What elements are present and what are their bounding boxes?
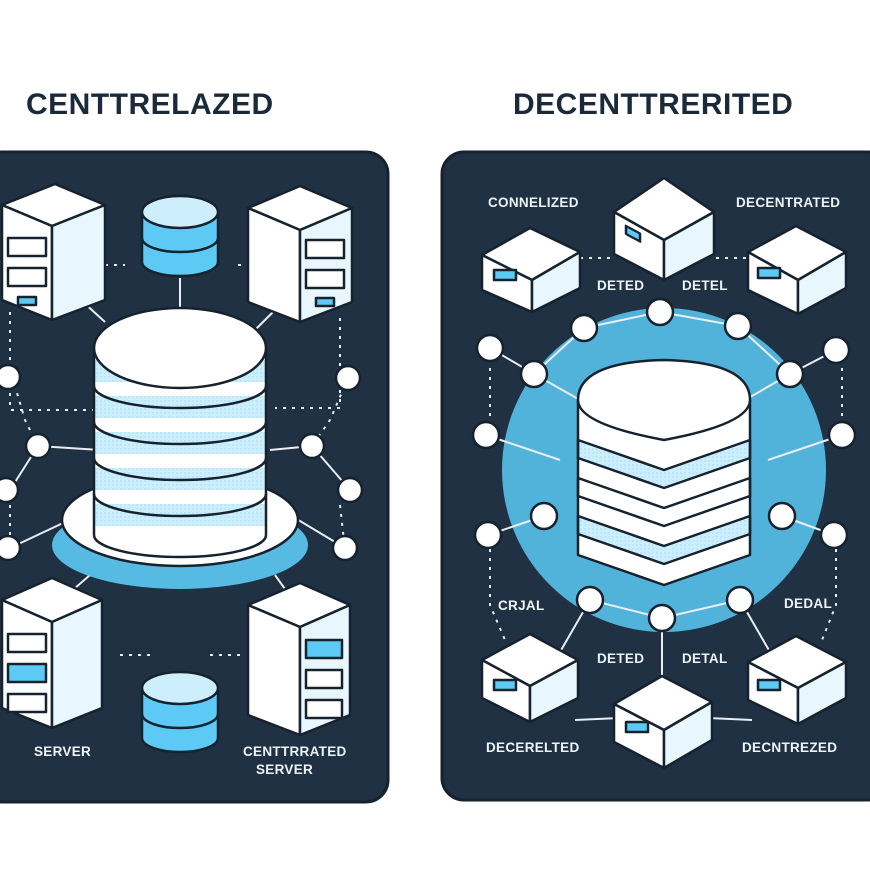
shared-database-icon [576,358,752,587]
node-box-icon-top-center [612,176,716,282]
decentralized-title: DECENTTRERITED [513,88,794,121]
decentralized-dotted-paths [489,257,843,641]
server-rack-icon-bottom-left [0,576,104,730]
label-server: SERVER [34,744,91,759]
label-side-right: DEDAL [784,596,832,611]
database-icon-top [140,194,220,278]
node-box-icon-bottom-left [480,632,580,724]
central-database-icon [92,306,268,559]
node-box-icon-top-right [746,224,848,316]
label-central-server-line2: SERVER [256,762,313,777]
decentralized-panel: CONNELIZED DECENTRATED DETED DETEL CRJAL… [440,150,870,802]
label-top-left: CONNELIZED [488,195,579,210]
centralized-panel: SERVER CENTTRRATED SERVER [0,150,390,804]
database-icon-bottom [140,670,220,754]
centralized-nodes [0,363,364,562]
label-side-left: CRJAL [498,598,545,613]
centralized-title: CENTTRELAZED [26,88,274,121]
decentralized-nodes [471,297,857,633]
server-rack-icon-top-left [0,182,107,322]
label-mid-top-right: DETEL [682,278,728,293]
node-box-icon-top-left [480,226,582,314]
label-central-server-line1: CENTTRRATED [243,744,347,759]
server-rack-icon-top-right [246,184,354,324]
label-bottom-right: DECNTREZED [742,740,837,755]
server-rack-icon-bottom-right [246,581,352,737]
label-mid-bottom-left: DETED [597,651,644,666]
label-mid-top-left: DETED [597,278,644,293]
label-bottom-left: DECERELTED [486,740,580,755]
label-top-right: DECENTRATED [736,195,840,210]
node-box-icon-bottom-right [746,634,848,726]
label-mid-bottom-right: DETAL [682,651,728,666]
node-box-icon-bottom-center [612,674,714,770]
